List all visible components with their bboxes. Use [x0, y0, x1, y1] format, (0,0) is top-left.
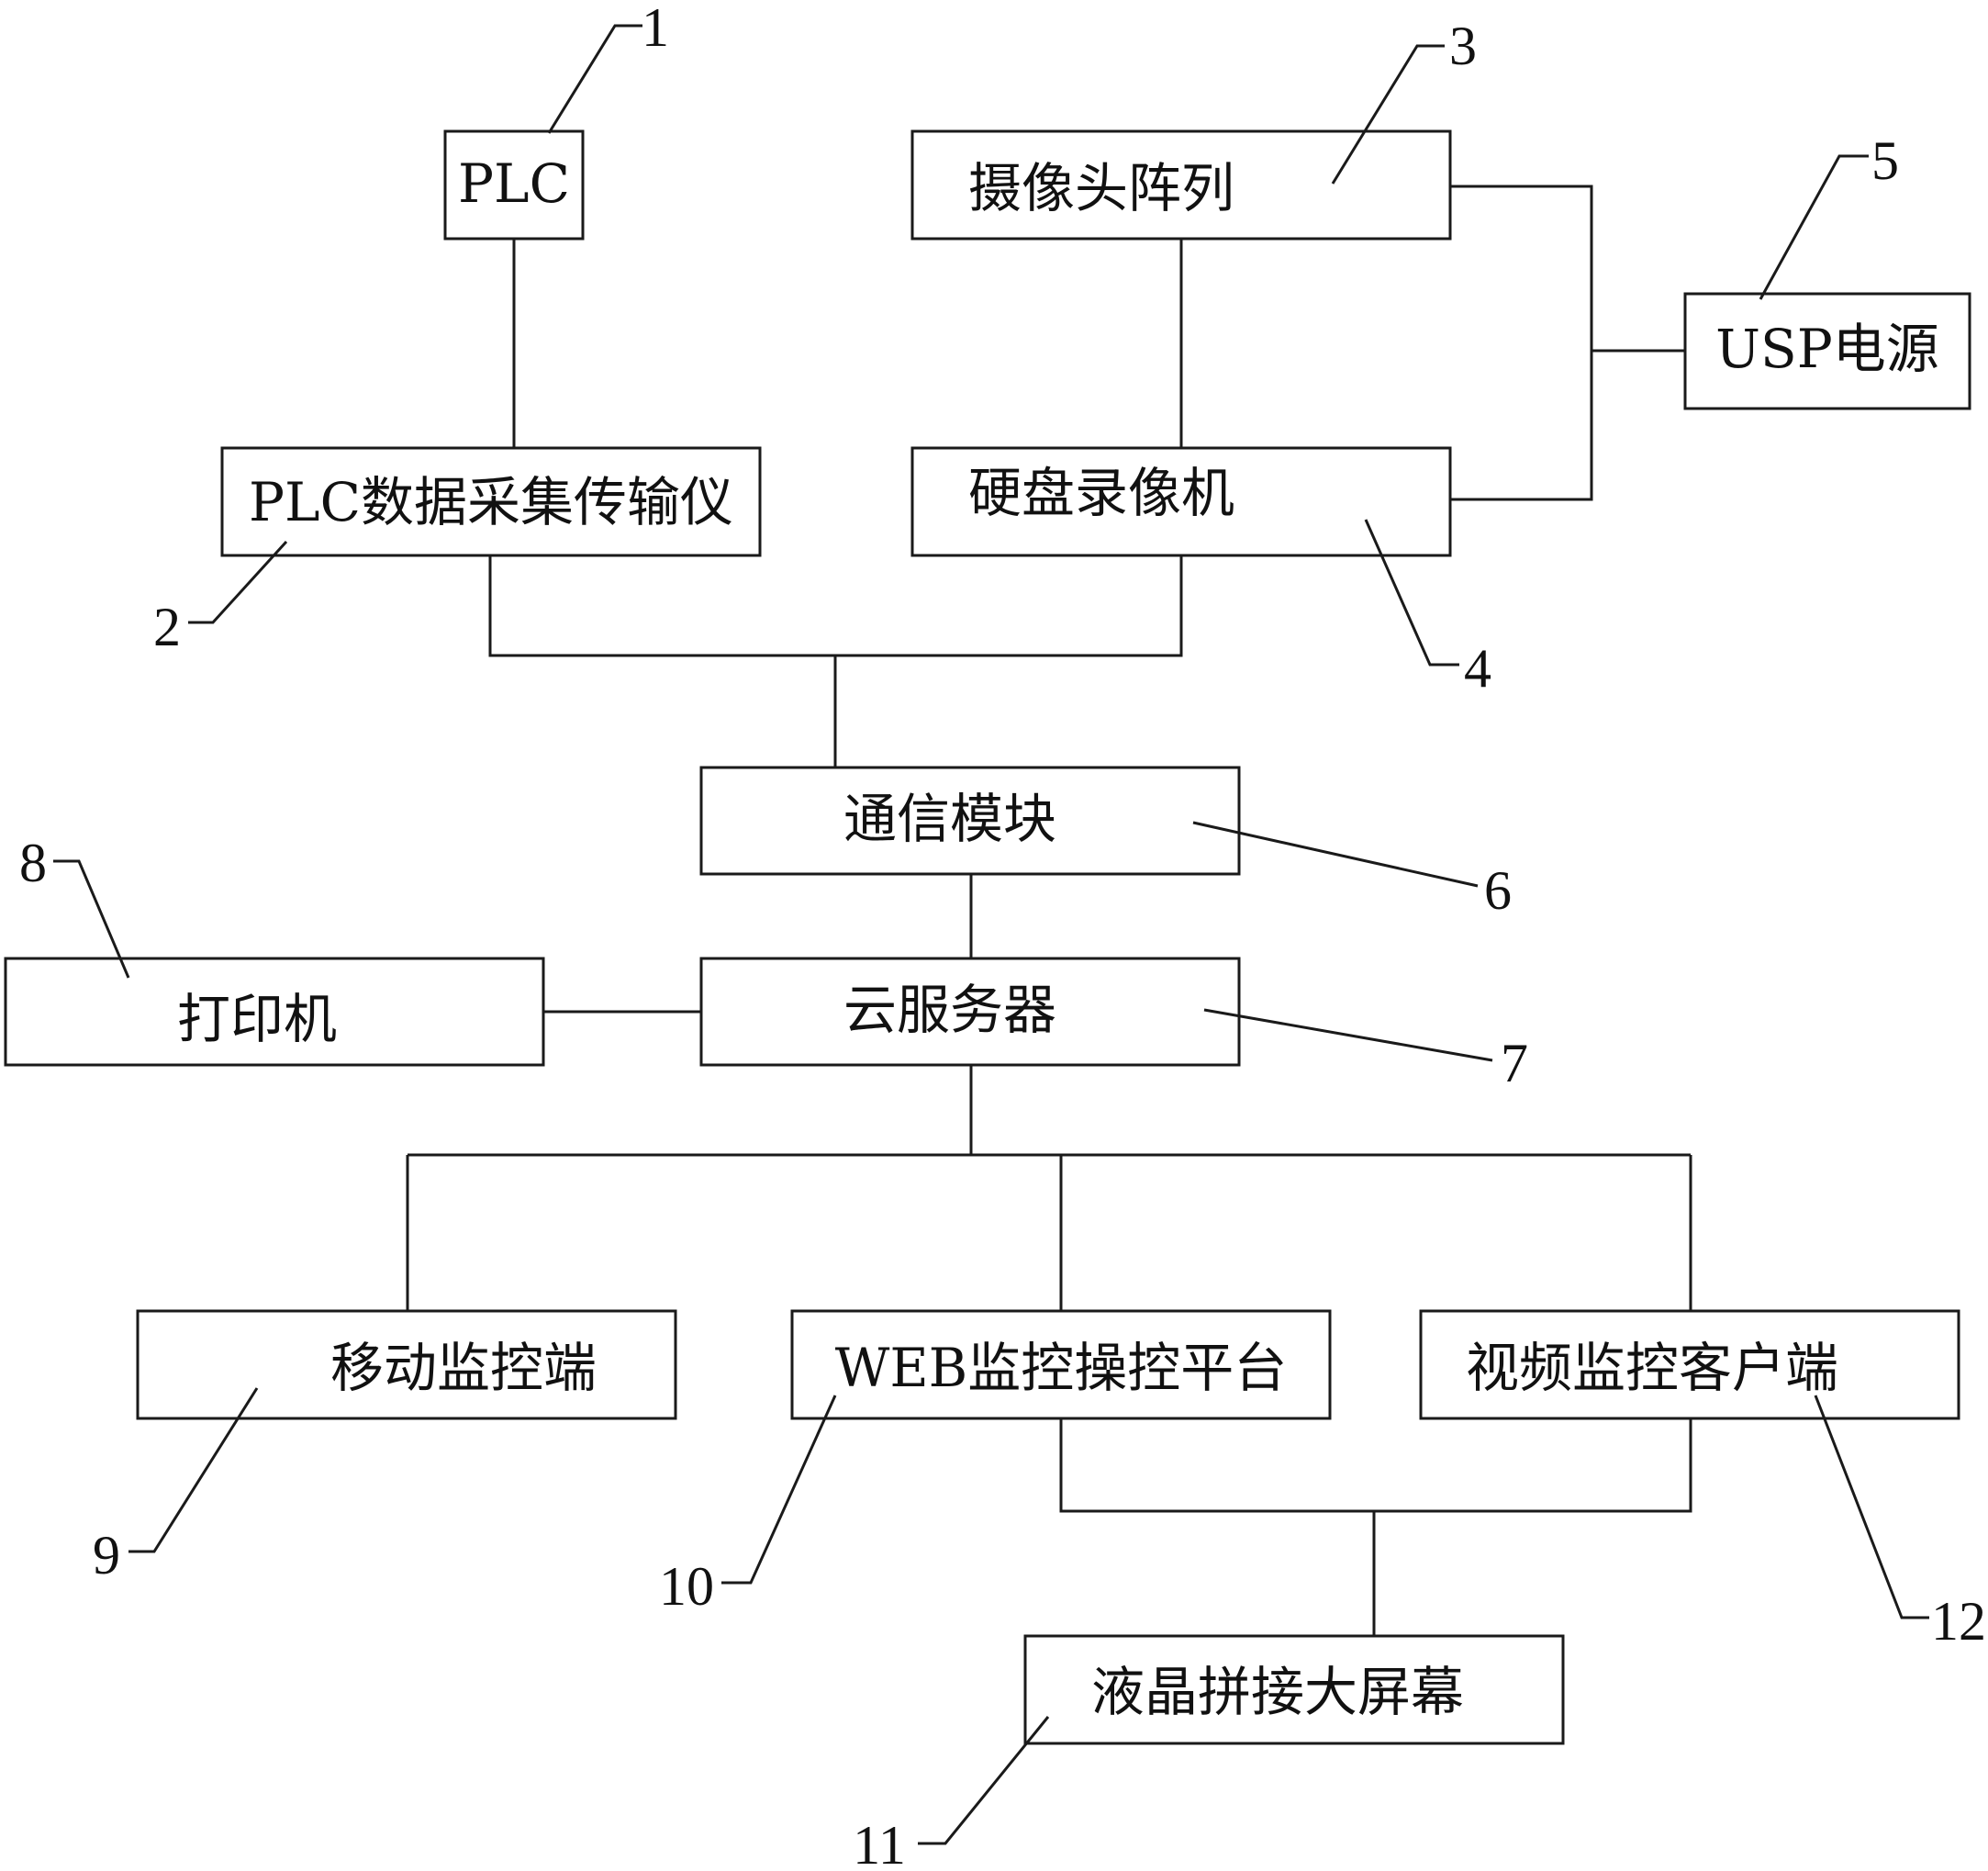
node-mobile-monitor-box: [136, 1309, 677, 1420]
node-cloud-server-label: 云服务器: [843, 979, 1056, 1041]
node-video-client-box: [1419, 1309, 1960, 1420]
callout-2: 2: [153, 597, 181, 657]
node-web-platform-box: [790, 1309, 1332, 1420]
node-comm-module-label: 通信模块: [843, 788, 1056, 850]
node-web-platform: WEB监控操控平台: [790, 1309, 1332, 1420]
leader-10: [721, 1395, 837, 1585]
node-printer: 打印机: [4, 957, 545, 1067]
node-lcd-wall: 液晶拼接大屏幕: [1023, 1634, 1565, 1745]
leader-2: [188, 540, 288, 624]
node-nvr: 硬盘录像机: [910, 446, 1452, 557]
node-plc-box: [443, 129, 585, 241]
node-printer-box: [4, 957, 545, 1067]
node-nvr-label: 硬盘录像机: [968, 462, 1234, 524]
wire-collector-nvr-bus: [488, 555, 1183, 657]
node-printer-label: 打印机: [177, 988, 337, 1050]
node-ups-label: USP电源: [1715, 318, 1939, 380]
node-plc-collector-label: PLC数据采集传输仪: [249, 471, 733, 533]
node-plc-collector-box: [220, 446, 762, 557]
node-camera-array: 摄像头阵列: [910, 129, 1452, 241]
callout-10: 10: [659, 1556, 714, 1617]
callout-8: 8: [19, 833, 47, 893]
node-lcd-wall-label: 液晶拼接大屏幕: [1091, 1661, 1464, 1723]
leader-12: [1814, 1395, 1929, 1619]
node-ups-box: [1683, 292, 1971, 410]
callout-9: 9: [93, 1525, 120, 1585]
callout-7: 7: [1501, 1033, 1528, 1093]
leader-7: [1203, 1008, 1493, 1062]
node-camera-array-box: [910, 129, 1452, 241]
node-cloud-server: 云服务器: [699, 957, 1241, 1067]
callout-3: 3: [1449, 16, 1477, 76]
node-lcd-wall-box: [1023, 1634, 1565, 1745]
node-comm-module: 通信模块: [699, 766, 1241, 876]
node-camera-array-label: 摄像头阵列: [968, 157, 1234, 219]
node-mobile-monitor-label: 移动监控端: [330, 1337, 597, 1399]
leader-9: [128, 1387, 259, 1553]
node-comm-module-box: [699, 766, 1241, 876]
node-video-client: 视频监控客户端: [1419, 1309, 1960, 1420]
leader-5: [1759, 154, 1869, 300]
callout-1: 1: [642, 0, 669, 58]
callout-11: 11: [853, 1815, 906, 1871]
leader-3: [1331, 44, 1445, 185]
node-nvr-box: [910, 446, 1452, 557]
connectors: [406, 185, 1692, 1636]
node-plc: PLC: [443, 129, 585, 241]
wire-web-video-bus: [1059, 1418, 1692, 1513]
leader-11: [918, 1716, 1050, 1845]
node-cloud-server-box: [699, 957, 1241, 1067]
leader-4: [1364, 519, 1459, 667]
callout-6: 6: [1484, 860, 1512, 921]
node-mobile-monitor: 移动监控端: [136, 1309, 677, 1420]
leader-8: [53, 859, 130, 979]
wire-ups-bus: [1450, 185, 1593, 501]
leader-1: [547, 24, 642, 134]
callouts: 1 2 3 4 5 6 7 8 9 10 11 12: [19, 0, 1986, 1871]
leader-6: [1192, 821, 1479, 888]
callout-12: 12: [1931, 1591, 1986, 1652]
node-plc-label: PLC: [458, 152, 570, 215]
callout-4: 4: [1464, 638, 1491, 699]
node-ups: USP电源: [1683, 292, 1971, 410]
node-plc-collector: PLC数据采集传输仪: [220, 446, 762, 557]
node-video-client-label: 视频监控客户端: [1466, 1337, 1838, 1399]
callout-5: 5: [1871, 130, 1899, 191]
node-web-platform-label: WEB监控操控平台: [835, 1337, 1288, 1399]
